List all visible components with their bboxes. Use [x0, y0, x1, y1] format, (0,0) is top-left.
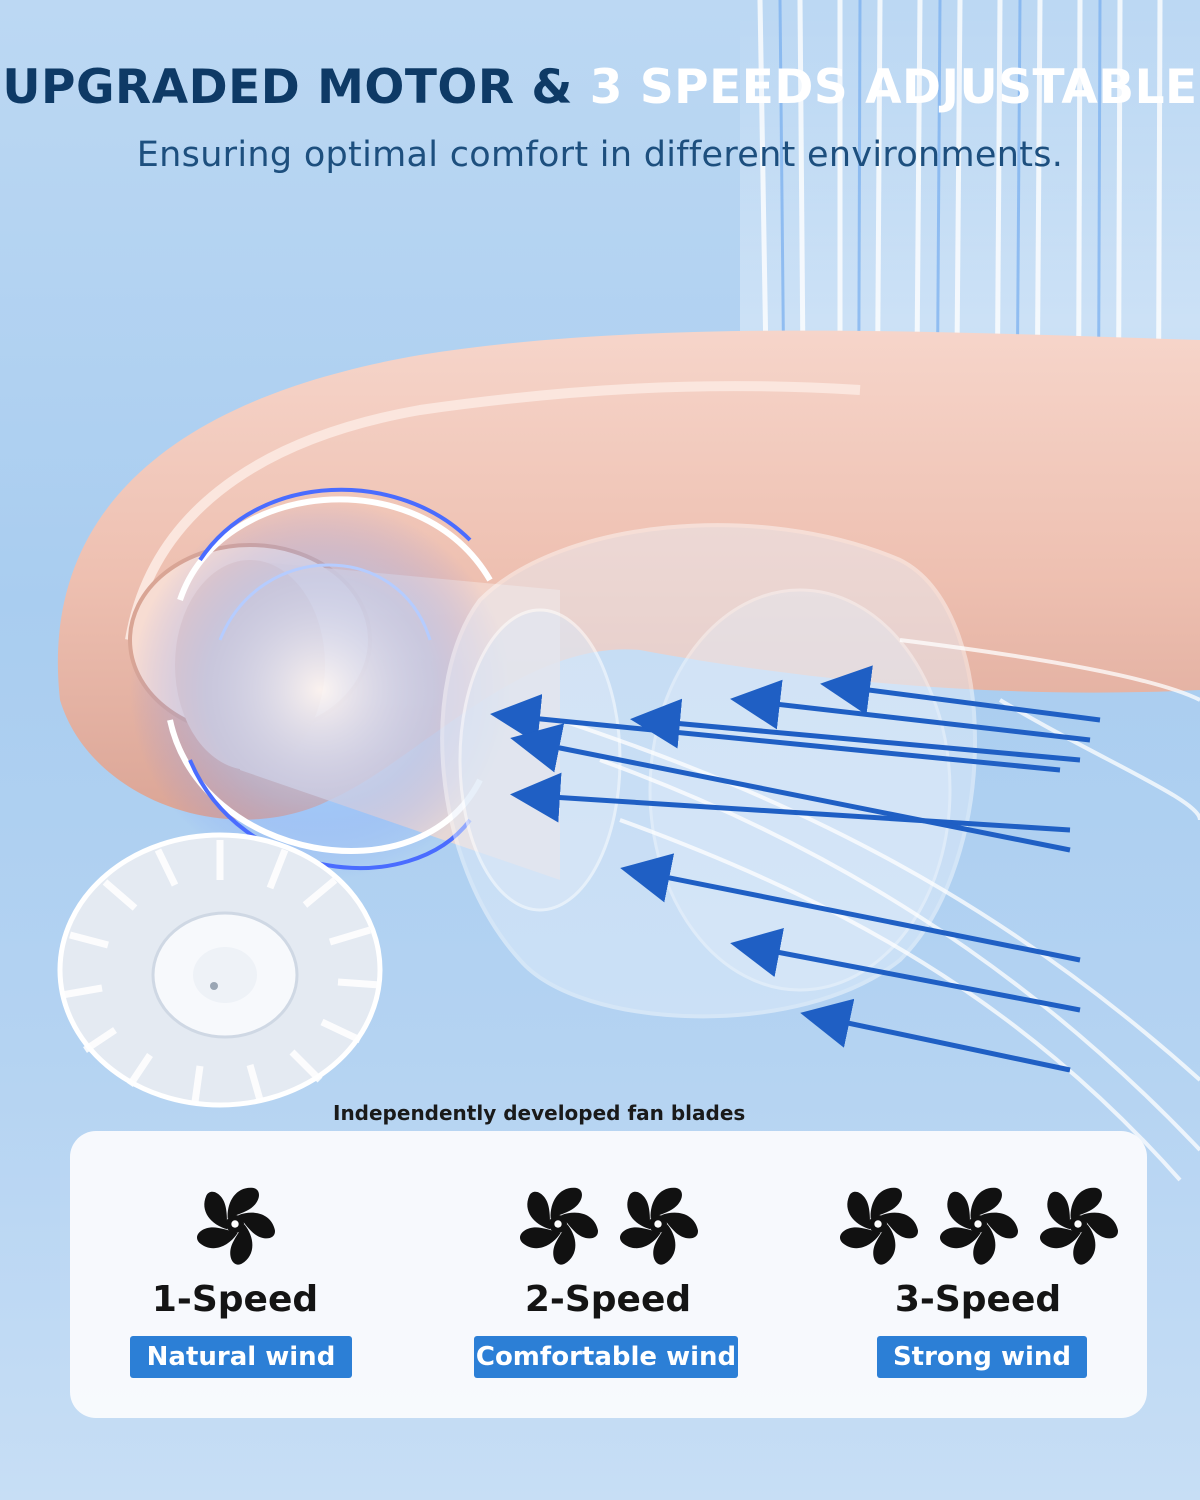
speed-option-1: 1-Speed Natural wind	[110, 1131, 360, 1418]
air-swirl-icon	[130, 487, 510, 880]
headline-accent: 3 SPEEDS ADJUSTABLE	[589, 60, 1198, 115]
speed-2-badge: Comfortable wind	[474, 1336, 738, 1378]
speed-option-2: 2-Speed Comfortable wind	[470, 1131, 746, 1418]
speed-1-badge: Natural wind	[130, 1336, 352, 1378]
fan-icon	[1040, 1187, 1118, 1265]
speed-option-3: 3-Speed Strong wind	[820, 1131, 1136, 1418]
speed-1-fan-icons	[110, 1183, 360, 1273]
fan-blades-caption: Independently developed fan blades	[333, 1101, 746, 1125]
fan-icon	[840, 1187, 918, 1265]
fan-blade-wheel-icon	[57, 832, 383, 1108]
subheadline: Ensuring optimal comfort in different en…	[136, 135, 1064, 175]
fan-icon	[620, 1187, 698, 1265]
fan-icon	[940, 1187, 1018, 1265]
inflow-arrows-icon	[490, 665, 1101, 1073]
headline: UPGRADED MOTOR & 3 SPEEDS ADJUSTABLE	[0, 60, 1200, 115]
headline-main: UPGRADED MOTOR &	[2, 60, 590, 115]
speed-2-label: 2-Speed	[524, 1279, 692, 1320]
speed-3-fan-icons	[820, 1183, 1136, 1273]
fan-icon	[520, 1187, 598, 1265]
speed-options-panel: 1-Speed Natural wind 2-Speed Comfortable…	[70, 1131, 1147, 1418]
airflow-curves	[559, 638, 1200, 1182]
speed-1-label: 1-Speed	[151, 1279, 319, 1320]
speed-3-label: 3-Speed	[894, 1279, 1062, 1320]
transparent-shell	[440, 523, 977, 1019]
speed-3-badge: Strong wind	[877, 1336, 1087, 1378]
speed-2-fan-icons	[470, 1183, 746, 1273]
fan-icon	[197, 1187, 275, 1265]
